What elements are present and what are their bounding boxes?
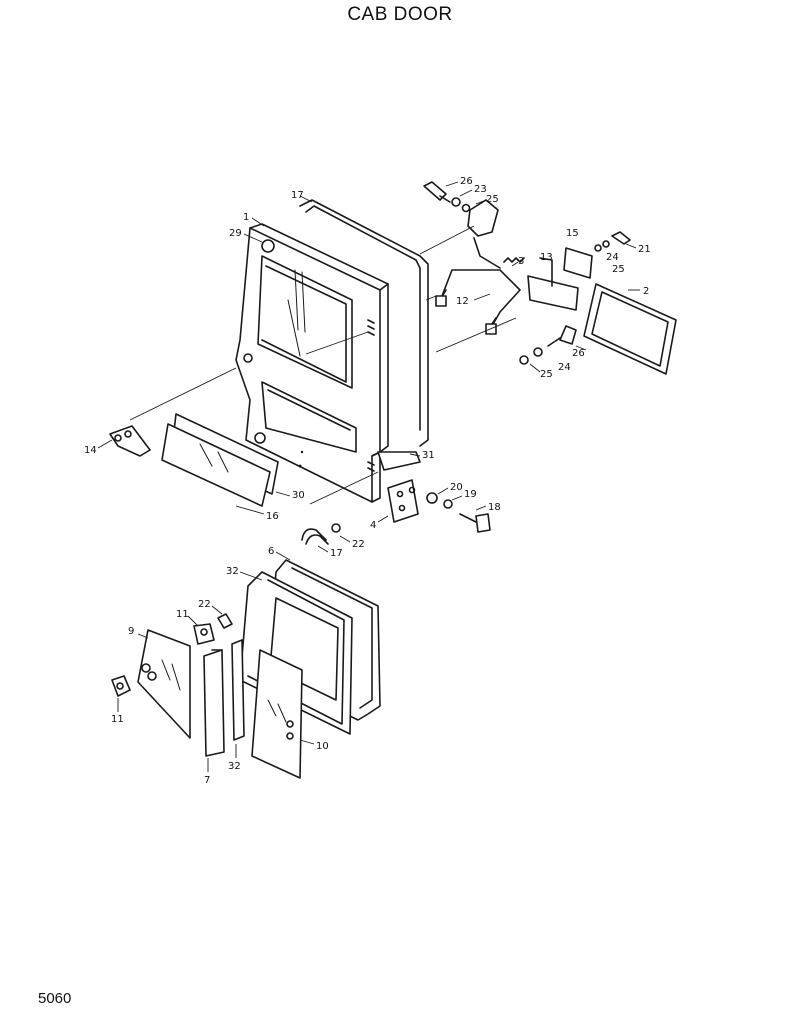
handle-rod-part xyxy=(435,199,525,335)
bolt-set-mid xyxy=(519,325,577,365)
callout: 10 xyxy=(316,741,329,752)
callout: 19 xyxy=(464,489,477,500)
callout: 32 xyxy=(228,761,241,772)
callout: 24 xyxy=(606,252,619,263)
callout: 26 xyxy=(572,348,585,359)
callout: 1 xyxy=(243,212,249,223)
callout: 25 xyxy=(540,369,553,380)
callout: 21 xyxy=(638,244,651,255)
callout: 22 xyxy=(352,539,365,550)
door-frame-part xyxy=(235,223,389,503)
latch-part xyxy=(109,425,151,457)
callout: 17 xyxy=(330,548,343,559)
callout: 12 xyxy=(456,296,469,307)
callout: 17 xyxy=(291,190,304,201)
callout-labels: 17 1 29 26 23 25 15 21 24 25 3 13 2 12 2… xyxy=(84,176,651,786)
callout: 7 xyxy=(204,775,210,786)
callout: 11 xyxy=(176,609,189,620)
callout: 30 xyxy=(292,490,305,501)
page-number: 5060 xyxy=(38,990,72,1007)
callout: 13 xyxy=(540,252,553,263)
callout: 23 xyxy=(474,184,487,195)
callout: 6 xyxy=(268,546,274,557)
callout: 16 xyxy=(266,511,279,522)
bolt-set-top xyxy=(423,181,471,213)
lower-panel-part xyxy=(161,413,279,507)
callout: 25 xyxy=(612,264,625,275)
callout: 32 xyxy=(226,566,239,577)
callout: 2 xyxy=(643,286,649,297)
callout: 29 xyxy=(229,228,242,239)
callout: 22 xyxy=(198,599,211,610)
callout: 26 xyxy=(460,176,473,187)
diagram-title: CAB DOOR xyxy=(347,4,453,25)
callout: 20 xyxy=(450,482,463,493)
callout: 11 xyxy=(111,714,124,725)
sliding-glass-part xyxy=(251,649,303,779)
callout: 31 xyxy=(422,450,435,461)
callout: 24 xyxy=(558,362,571,373)
callout: 25 xyxy=(486,194,499,205)
triangle-glass-part xyxy=(111,613,233,739)
channel-part xyxy=(203,639,245,757)
callout: 14 xyxy=(84,445,97,456)
callout: 18 xyxy=(488,502,501,513)
callout: 15 xyxy=(566,228,579,239)
assembly-lines-upper xyxy=(129,225,517,505)
hinge-part xyxy=(301,479,491,545)
callout: 4 xyxy=(370,520,376,531)
callout: 3 xyxy=(518,256,524,267)
strip-part xyxy=(377,451,421,471)
glass-part xyxy=(583,283,677,375)
callout: 9 xyxy=(128,626,134,637)
bracket-part xyxy=(527,231,631,311)
